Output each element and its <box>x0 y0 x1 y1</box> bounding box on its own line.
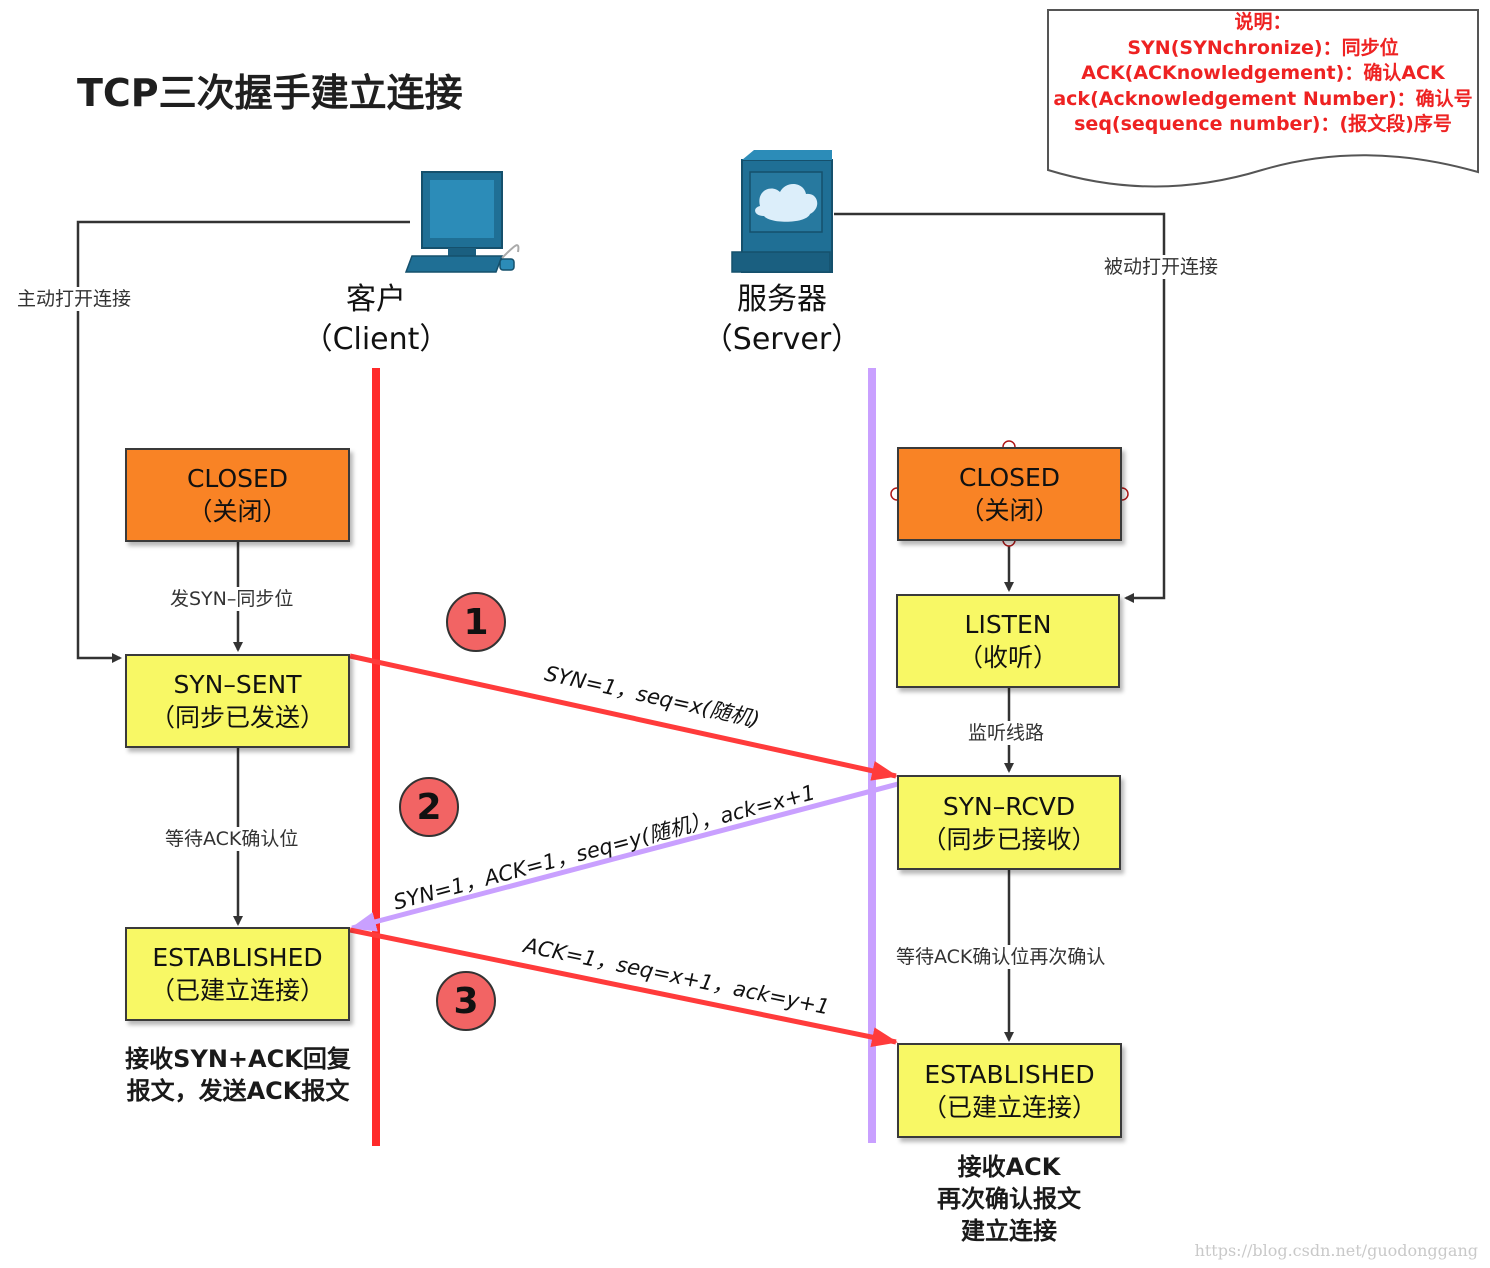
client-note-line2: 报文，发送ACK报文 <box>126 1077 350 1105</box>
client-state-syn-sent-name: SYN–SENT <box>173 670 302 699</box>
active-open-label: 主动打开连接 <box>15 287 134 311</box>
server-note-line1: 接收ACK <box>957 1153 1061 1181</box>
step3-arrow <box>349 927 898 1047</box>
legend: 说明： SYN(SYNchronize)：同步位 ACK(ACKnowledge… <box>1050 10 1476 138</box>
page-title: TCP三次握手建立连接 <box>77 71 463 115</box>
server-state-syn-rcvd-name: SYN–RCVD <box>942 791 1076 821</box>
server-state-closed-desc: （关闭） <box>959 496 1060 525</box>
client-name-en: （Client） <box>302 322 450 357</box>
passive-open-label: 被动打开连接 <box>1102 255 1221 279</box>
step1-arrow <box>349 653 898 781</box>
step2-arrow <box>350 781 899 932</box>
server-name: 服务器 <box>736 282 827 317</box>
server-state-established-desc: （已建立连接） <box>921 1092 1097 1122</box>
server-state-listen-desc: （收听） <box>957 643 1058 672</box>
server-state-established-name: ESTABLISHED <box>924 1059 1095 1089</box>
server-state-listen-name: LISTEN <box>964 610 1052 639</box>
legend-note-shape <box>1047 9 1479 188</box>
server-note-line3: 建立连接 <box>961 1217 1057 1245</box>
client-state-established: ESTABLISHED （已建立连接） <box>125 927 350 1021</box>
client-state-established-desc: （已建立连接） <box>149 976 325 1005</box>
server-note-line2: 再次确认报文 <box>937 1185 1081 1213</box>
legend-line-ack: ACK(ACKnowledgement)：确认ACK <box>1081 62 1445 84</box>
wait-ack-again-label: 等待ACK确认位再次确认 <box>894 945 1108 969</box>
computer-icon <box>404 171 520 273</box>
server-note: 接收ACK 再次确认报文 建立连接 <box>937 1151 1081 1247</box>
watermark: https://blog.csdn.net/guodonggang <box>1194 1241 1478 1260</box>
client-label: 客户 （Client） <box>303 280 450 360</box>
step-2-badge: 2 <box>399 777 459 837</box>
client-note-line1: 接收SYN+ACK回复 <box>125 1045 351 1073</box>
listen-line-label: 监听线路 <box>966 721 1047 745</box>
server-name-en: （Server） <box>702 322 862 357</box>
client-state-syn-sent: SYN–SENT （同步已发送） <box>125 654 350 748</box>
legend-line-seq: seq(sequence number)：(报文段)序号 <box>1074 113 1452 135</box>
step-3-badge: 3 <box>436 971 496 1031</box>
server-state-syn-rcvd-desc: （同步已接收） <box>921 824 1097 854</box>
server-state-closed-name: CLOSED <box>958 463 1061 492</box>
server-state-closed: CLOSED （关闭） <box>897 447 1122 541</box>
client-note: 接收SYN+ACK回复 报文，发送ACK报文 <box>125 1043 351 1107</box>
passive-open-line <box>834 212 1166 603</box>
client-state-closed-name: CLOSED <box>186 464 289 493</box>
client-state-closed: CLOSED （关闭） <box>125 448 350 542</box>
client-state-established-name: ESTABLISHED <box>152 943 323 972</box>
legend-line-syn: SYN(SYNchronize)：同步位 <box>1127 36 1399 59</box>
active-open-line <box>76 220 410 663</box>
step-1-badge: 1 <box>446 592 506 652</box>
server-state-established: ESTABLISHED （已建立连接） <box>897 1043 1122 1138</box>
server-state-syn-rcvd: SYN–RCVD （同步已接收） <box>897 775 1121 870</box>
client-state-closed-desc: （关闭） <box>187 497 288 526</box>
server-icon <box>731 150 833 273</box>
server-label: 服务器 （Server） <box>703 280 861 360</box>
client-name: 客户 <box>345 282 406 317</box>
client-state-syn-sent-desc: （同步已发送） <box>149 703 325 732</box>
legend-line-ack-number: ack(Acknowledgement Number)：确认号 <box>1053 87 1473 110</box>
send-syn-label: 发SYN–同步位 <box>168 587 296 611</box>
server-state-listen: LISTEN （收听） <box>896 594 1120 688</box>
legend-heading: 说明： <box>1234 11 1292 33</box>
wait-ack-label: 等待ACK确认位 <box>163 827 301 851</box>
